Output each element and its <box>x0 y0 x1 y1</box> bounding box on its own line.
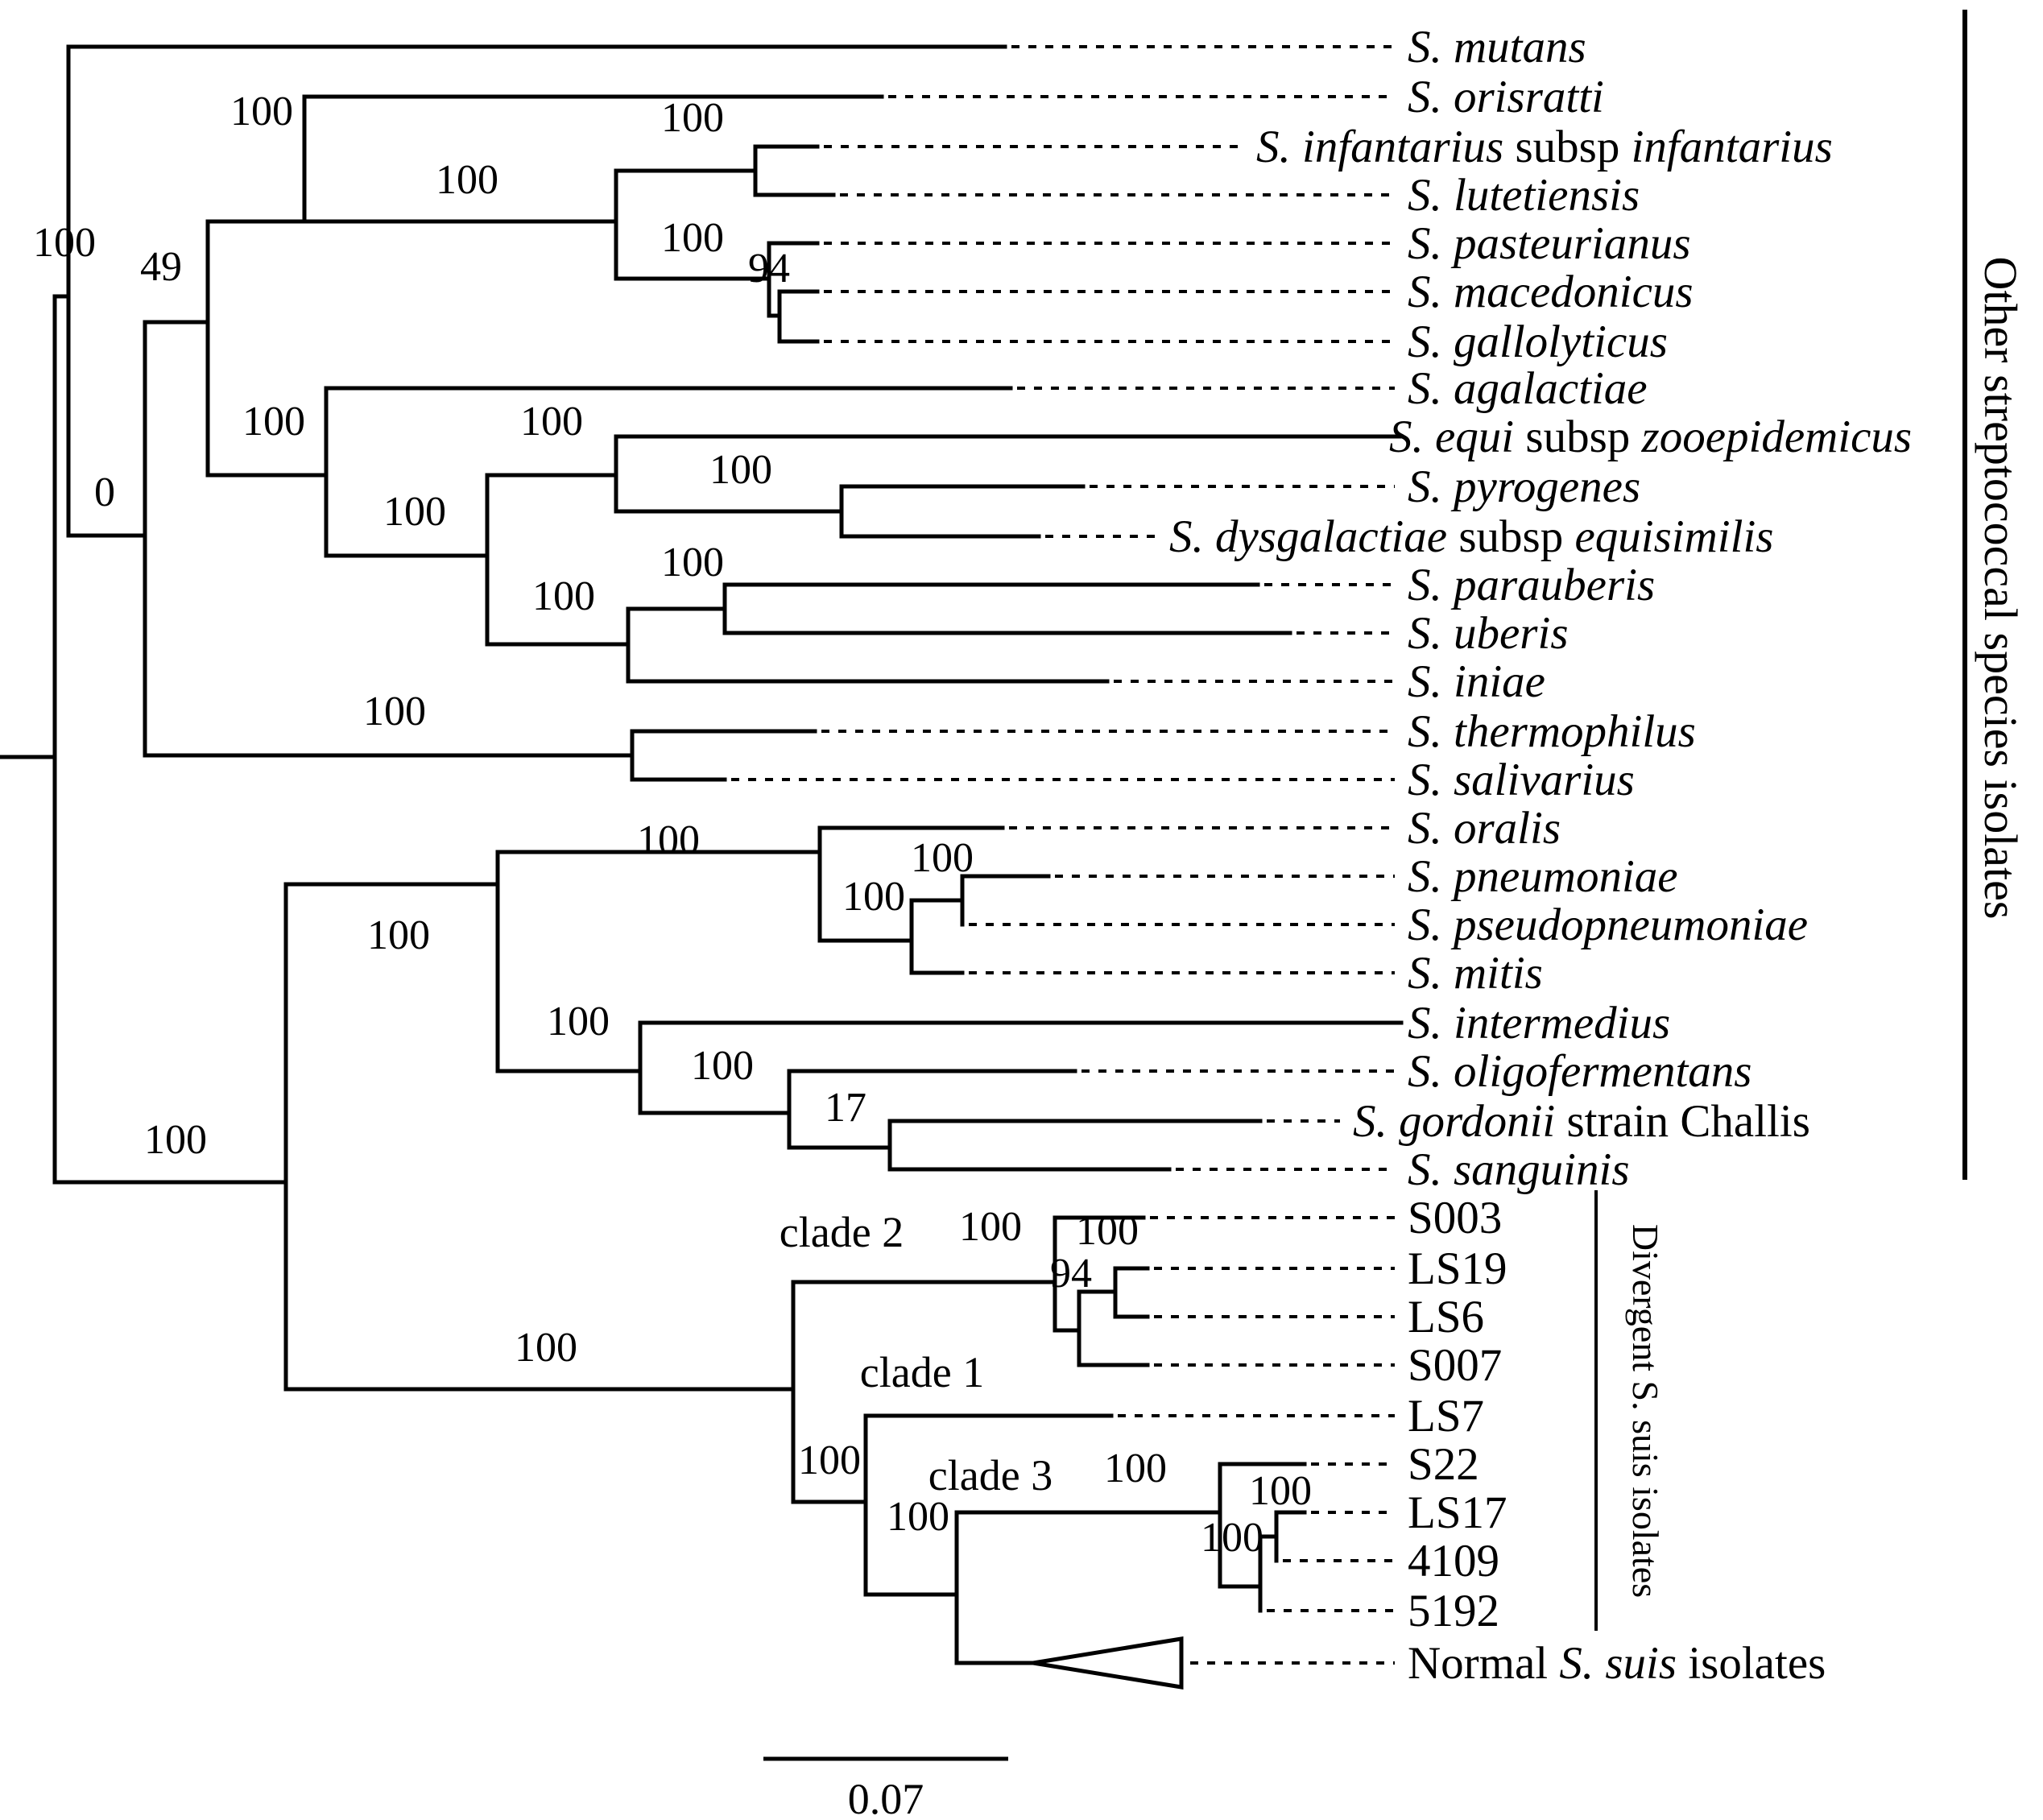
support-value: 100 <box>887 1494 949 1540</box>
support-value: 100 <box>709 447 772 493</box>
tip-label-lutetiensis: S. lutetiensis <box>1408 170 1640 221</box>
tip-label-gordonii: S. gordonii strain Challis <box>1353 1096 1810 1147</box>
support-value: 100 <box>798 1437 861 1483</box>
support-value: 100 <box>242 399 305 445</box>
tip-label-macedonicus: S. macedonicus <box>1408 267 1694 317</box>
tip-label-intermedius: S. intermedius <box>1408 998 1670 1049</box>
tip-label-dysgalactiae: S. dysgalactiae subsp equisimilis <box>1169 511 1773 562</box>
divergent-label: Divergent S. suis isolates <box>1625 1224 1666 1598</box>
tip-label-oligofermentans: S. oligofermentans <box>1408 1046 1751 1097</box>
other-species-label: Other streptococcal species isolates <box>1975 257 2027 920</box>
support-value: 100 <box>33 220 96 266</box>
support-value: 100 <box>661 540 724 585</box>
support-value: 100 <box>436 157 498 203</box>
clade-labels: clade 2 clade 1 clade 3 <box>780 1208 1053 1499</box>
scale-bar: 0.07 <box>763 1756 1008 1820</box>
tip-label-4109: 4109 <box>1408 1536 1499 1586</box>
support-value: 100 <box>1201 1515 1263 1561</box>
tip-label-pasteurianus: S. pasteurianus <box>1408 218 1691 269</box>
other-species-bracket: Other streptococcal species isolates <box>1962 10 2027 1180</box>
tip-label-LS7: LS7 <box>1408 1391 1484 1442</box>
support-value: 100 <box>661 215 724 261</box>
support-value: 100 <box>911 835 974 881</box>
tip-label-parauberis: S. parauberis <box>1408 560 1655 610</box>
tip-label-iniae: S. iniae <box>1408 656 1545 707</box>
tip-label-pneumoniae: S. pneumoniae <box>1408 851 1678 902</box>
tip-label-uberis: S. uberis <box>1408 608 1569 659</box>
support-value: 94 <box>1050 1251 1092 1297</box>
support-value: 100 <box>1249 1468 1312 1514</box>
tip-label-mitis: S. mitis <box>1408 948 1543 999</box>
support-value: 100 <box>367 912 430 958</box>
support-value: 100 <box>515 1325 577 1371</box>
tip-label-LS6: LS6 <box>1408 1292 1484 1342</box>
support-value: 100 <box>547 999 610 1044</box>
tree-branches <box>0 44 1404 1665</box>
tip-label-S22: S22 <box>1408 1439 1479 1490</box>
collapsed-clade-triangle <box>1032 1636 1184 1690</box>
support-value: 100 <box>842 874 905 920</box>
support-value: 17 <box>825 1085 866 1131</box>
tip-label-orisratti: S. orisratti <box>1408 72 1604 122</box>
tip-label-pseudopneumoniae: S. pseudopneumoniae <box>1408 900 1808 950</box>
clade-label: clade 2 <box>780 1208 904 1256</box>
tip-label-pyrogenes: S. pyrogenes <box>1408 461 1640 512</box>
tip-connectors <box>731 45 1395 1665</box>
support-value: 100 <box>532 573 595 619</box>
tip-label-LS19: LS19 <box>1408 1243 1507 1294</box>
tip-label-LS17: LS17 <box>1408 1487 1507 1538</box>
divergent-bracket: Divergent S. suis isolates <box>1594 1190 1666 1631</box>
support-value: 100 <box>637 817 700 863</box>
support-value: 94 <box>748 246 790 292</box>
tip-label-thermophilus: S. thermophilus <box>1408 706 1696 757</box>
support-value: 100 <box>144 1117 207 1163</box>
support-value: 100 <box>520 399 583 445</box>
support-value: 49 <box>140 244 182 290</box>
support-value: 100 <box>1104 1446 1167 1491</box>
support-value: 100 <box>661 95 724 141</box>
clade-label: clade 3 <box>928 1451 1053 1499</box>
tip-label-salivarius: S. salivarius <box>1408 755 1635 805</box>
tip-label-equi: S. equi subsp zooepidemicus <box>1389 412 1912 462</box>
tip-label-sanguinis: S. sanguinis <box>1408 1144 1630 1195</box>
collapsed-clade-normal <box>1032 1636 1184 1690</box>
scale-bar-label: 0.07 <box>848 1775 924 1820</box>
support-value: 100 <box>691 1043 754 1089</box>
tip-label-gallolyticus: S. gallolyticus <box>1408 316 1668 367</box>
support-value: 100 <box>230 89 293 134</box>
support-value: 100 <box>363 689 426 734</box>
tip-label-5192: 5192 <box>1408 1586 1499 1636</box>
clade-label: clade 1 <box>860 1348 984 1396</box>
tip-label-infantarius: S. infantarius subsp infantarius <box>1256 122 1833 172</box>
tip-label-S007: S007 <box>1408 1340 1502 1391</box>
support-value: 0 <box>94 469 115 515</box>
tip-label-agalactiae: S. agalactiae <box>1408 363 1648 414</box>
tip-label-oralis: S. oralis <box>1408 803 1561 854</box>
support-value: 100 <box>1076 1208 1139 1254</box>
tip-label-S003: S003 <box>1408 1193 1502 1243</box>
tip-label-mutans: S. mutans <box>1408 22 1586 72</box>
support-value: 100 <box>959 1204 1022 1250</box>
support-value: 100 <box>383 489 446 535</box>
tip-label-normal: Normal S. suis isolates <box>1408 1638 1826 1689</box>
